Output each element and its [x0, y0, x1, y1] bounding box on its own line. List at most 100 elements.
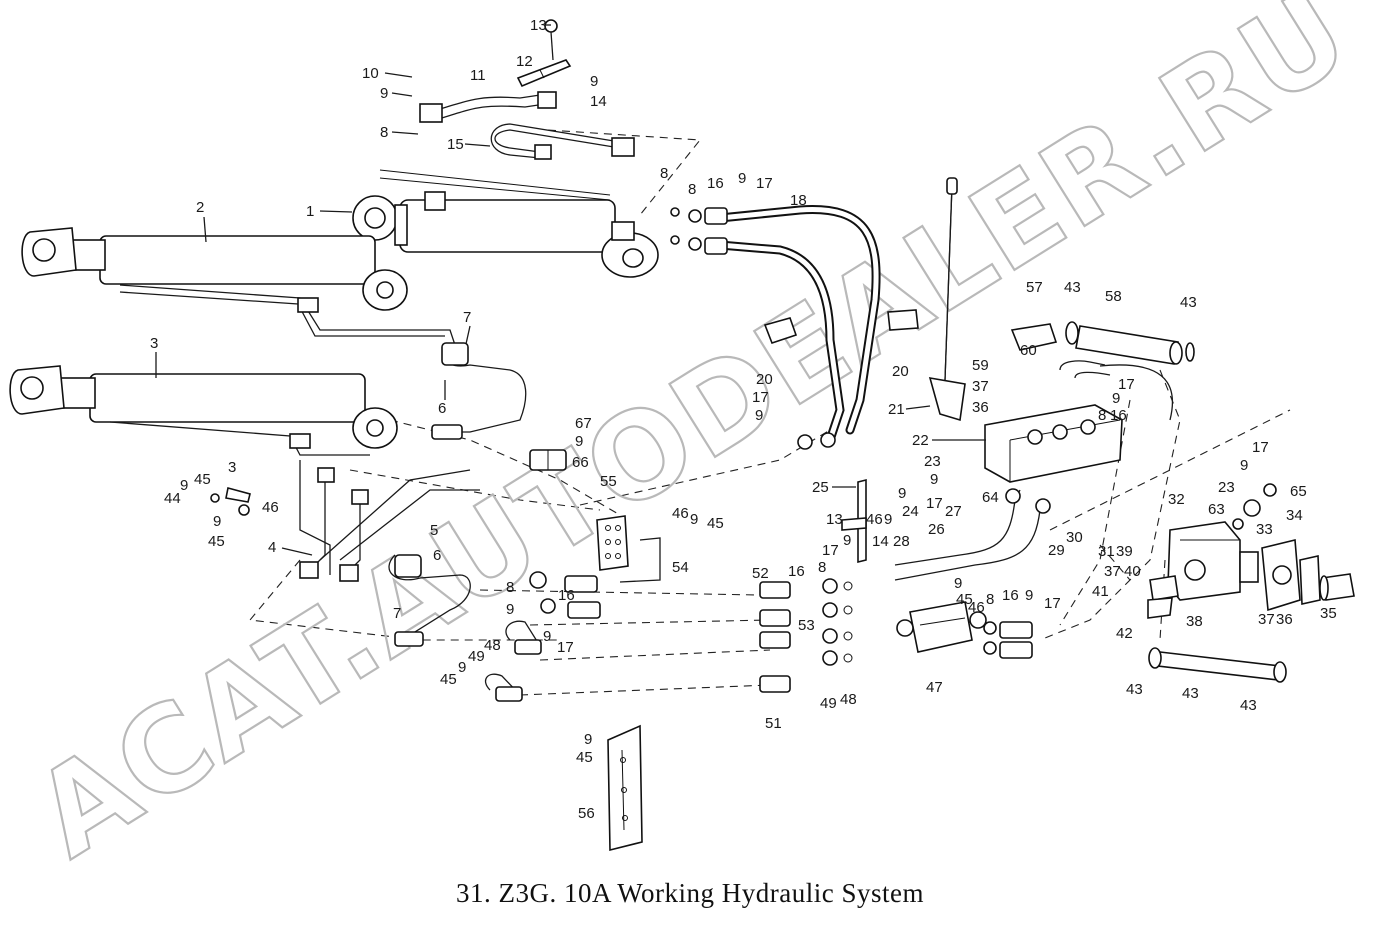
label-17d: 17	[1044, 595, 1061, 612]
label-16c: 16	[788, 563, 805, 580]
label-49a: 49	[468, 648, 485, 665]
label-50: 51	[765, 715, 782, 732]
label-8d: 8	[506, 579, 514, 596]
label-10: 10	[362, 65, 379, 82]
label-17e: 17	[752, 389, 769, 406]
pump-part-32	[1167, 521, 1355, 612]
label-36b: 36	[1276, 611, 1293, 628]
label-9n: 9	[884, 511, 892, 528]
fitting-column-lower	[759, 578, 1033, 693]
label-22: 22	[912, 432, 929, 449]
label-5: 5	[430, 522, 438, 539]
lift-cylinder-part-3	[9, 365, 398, 456]
label-18: 18	[790, 192, 807, 209]
label-43d: 43	[1240, 697, 1257, 714]
label-43b: 43	[1180, 294, 1197, 311]
label-49b: 49	[820, 695, 837, 712]
label-9h: 9	[506, 601, 514, 618]
label-61b: 65	[1290, 483, 1307, 500]
label-46e: 46	[968, 599, 985, 616]
label-16e: 16	[1110, 407, 1127, 424]
label-23b: 23	[1218, 479, 1235, 496]
fitting-part-56	[1010, 323, 1058, 351]
suction-tube-part-44	[1148, 647, 1287, 683]
part-number-labels: 13 12 10 11 9 9 14 8 15 8 8 16 9 17 18 1…	[150, 17, 1337, 822]
clamp-part-63-64	[529, 449, 567, 471]
label-9e: 9	[180, 477, 188, 494]
label-55: 56	[578, 805, 595, 822]
label-9o: 9	[954, 575, 962, 592]
label-27: 27	[945, 503, 962, 520]
label-45b: 45	[208, 533, 225, 550]
label-1: 1	[306, 203, 314, 220]
label-17a: 17	[756, 175, 773, 192]
label-36a: 36	[972, 399, 989, 416]
label-64: 67	[575, 415, 592, 432]
label-37b: 37	[1258, 611, 1275, 628]
label-13: 13	[530, 17, 547, 34]
clamp-part-12	[516, 59, 572, 88]
label-21: 21	[888, 401, 905, 418]
label-8a: 8	[380, 124, 388, 141]
label-43c: 43	[1126, 681, 1143, 698]
label-57: 58	[1105, 288, 1122, 305]
label-9p: 9	[1025, 587, 1033, 604]
hose-fittings	[670, 207, 836, 450]
label-46c: 46	[672, 505, 689, 522]
flange-part-40-42	[1147, 575, 1179, 619]
label-51: 52	[752, 565, 769, 582]
bracket-part-3-small	[210, 487, 251, 516]
label-48a: 48	[484, 637, 501, 654]
label-6b: 6	[433, 547, 441, 564]
label-9f: 9	[213, 513, 221, 530]
label-8f: 8	[986, 591, 994, 608]
label-7a: 7	[463, 309, 471, 326]
label-9l: 9	[843, 532, 851, 549]
label-47: 47	[926, 679, 943, 696]
pipe-bundle-part-4-5	[299, 460, 480, 647]
label-9m: 9	[898, 485, 906, 502]
pipe-part-11	[419, 91, 557, 123]
label-45c: 45	[707, 515, 724, 532]
lift-cylinder-part-2	[21, 227, 456, 346]
label-17h: 17	[1252, 439, 1269, 456]
label-3a: 3	[150, 335, 158, 352]
label-11: 11	[470, 67, 486, 84]
label-26: 26	[928, 521, 945, 538]
label-9j: 9	[458, 659, 466, 676]
label-29: 29	[1048, 542, 1065, 559]
routing-lines	[248, 129, 1291, 696]
label-42: 42	[1116, 625, 1133, 642]
tilt-cylinder-part-1	[352, 169, 659, 278]
label-17f: 17	[926, 495, 943, 512]
label-15: 15	[447, 136, 464, 153]
label-16a: 16	[707, 175, 724, 192]
label-63: 66	[572, 454, 589, 471]
pipe-part-15	[490, 123, 635, 160]
lever-part-21	[928, 177, 966, 422]
bracket-part-53	[619, 537, 661, 583]
label-3b: 3	[228, 459, 236, 476]
tube-part-57	[1065, 321, 1195, 365]
label-28: 28	[893, 533, 910, 550]
label-17b: 17	[557, 639, 574, 656]
diagram-caption: 31. Z3G. 10A Working Hydraulic System	[455, 878, 925, 908]
pipe-part-7-upper	[431, 342, 527, 440]
label-48b: 48	[840, 691, 857, 708]
bolt-part-13-top	[544, 19, 558, 61]
label-46d: 46	[866, 511, 883, 528]
label-8g: 8	[1098, 407, 1106, 424]
label-14b: 14	[872, 533, 889, 550]
elbows-part-16-17	[1059, 360, 1174, 421]
label-53: 54	[672, 559, 689, 576]
label-46b: 46	[262, 499, 279, 516]
control-valve-part-22	[984, 404, 1123, 483]
label-20b: 20	[892, 363, 909, 380]
label-59: 60	[1020, 342, 1037, 359]
label-9t: 9	[1240, 457, 1248, 474]
label-4: 4	[268, 539, 276, 556]
label-9b: 9	[590, 73, 598, 90]
watermark: ACAT.AUTODEALER.RU	[11, 0, 1374, 885]
label-9s: 9	[1112, 390, 1120, 407]
